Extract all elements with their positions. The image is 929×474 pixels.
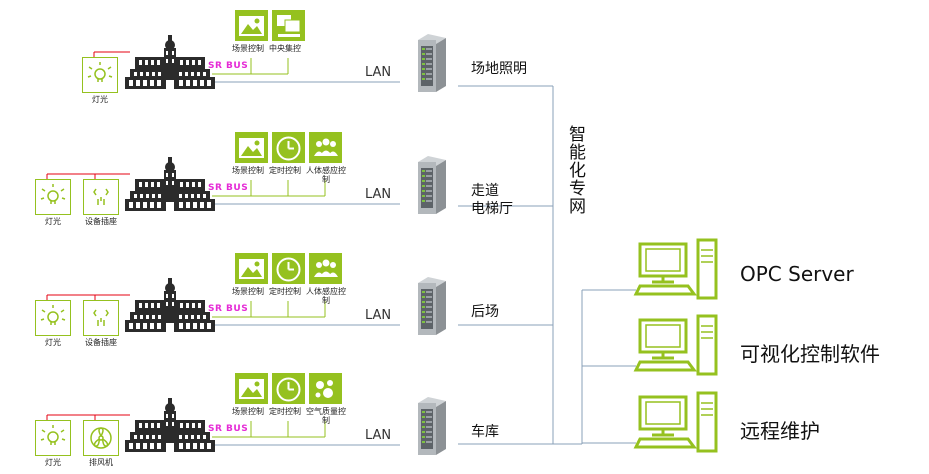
computer-icon (634, 391, 718, 453)
panel-label: 场景控制 (232, 166, 264, 175)
device-label: 设备插座 (85, 338, 117, 347)
control-panel (309, 132, 342, 163)
landscape-icon (239, 379, 264, 399)
panel-label: 中央集控 (269, 44, 301, 53)
server-icon (418, 156, 446, 214)
connection-lines (46, 51, 636, 446)
panel-label: 空气质量控制 (306, 407, 346, 425)
building-icon (125, 398, 215, 452)
device-label: 灯光 (45, 217, 61, 226)
computer-icon (634, 314, 718, 376)
zone-name: 场地照明 (471, 61, 527, 77)
device-box (83, 420, 119, 456)
control-panel (309, 373, 342, 404)
workstation-label: 远程维护 (740, 419, 820, 443)
sr-bus-label: SR BUS (208, 61, 249, 71)
diagram-shapes (35, 10, 718, 456)
network-title: 智能化专网 (565, 125, 585, 215)
device-box (35, 420, 71, 456)
computer-icon (634, 238, 718, 300)
landscape-icon (239, 16, 264, 36)
device-label: 灯光 (92, 95, 108, 104)
server-icon (418, 277, 446, 335)
workstation-label: 可视化控制软件 (740, 342, 880, 366)
device-label: 排风机 (89, 458, 113, 467)
panel-label: 场景控制 (232, 287, 264, 296)
device-label: 设备插座 (85, 217, 117, 226)
device-label: 灯光 (45, 338, 61, 347)
panel-label: 场景控制 (232, 407, 264, 416)
building-icon (125, 157, 215, 211)
zone-name: 后场 (471, 304, 499, 320)
lan-label: LAN (365, 65, 392, 80)
lan-label: LAN (365, 187, 392, 202)
server-icon (418, 397, 446, 455)
device-label: 灯光 (45, 458, 61, 467)
lan-label: LAN (365, 308, 392, 323)
panel-label: 定时控制 (269, 287, 301, 296)
workstation-label: OPC Server (740, 262, 854, 286)
building-icon (125, 35, 215, 89)
control-panel (309, 253, 342, 284)
building-icon (125, 278, 215, 332)
panel-label: 人体感应控制 (306, 166, 346, 184)
panel-label: 定时控制 (269, 166, 301, 175)
lan-label: LAN (365, 428, 392, 443)
panel-label: 场景控制 (232, 44, 264, 53)
panel-label: 人体感应控制 (306, 287, 346, 305)
sr-bus-label: SR BUS (208, 304, 249, 314)
zone-name: 车库 (471, 424, 499, 440)
zone-name: 走道 电梯厅 (471, 183, 513, 217)
server-icon (418, 34, 446, 92)
sr-bus-label: SR BUS (208, 424, 249, 434)
sr-bus-label: SR BUS (208, 183, 249, 193)
panel-label: 定时控制 (269, 407, 301, 416)
landscape-icon (239, 259, 264, 279)
landscape-icon (239, 138, 264, 158)
